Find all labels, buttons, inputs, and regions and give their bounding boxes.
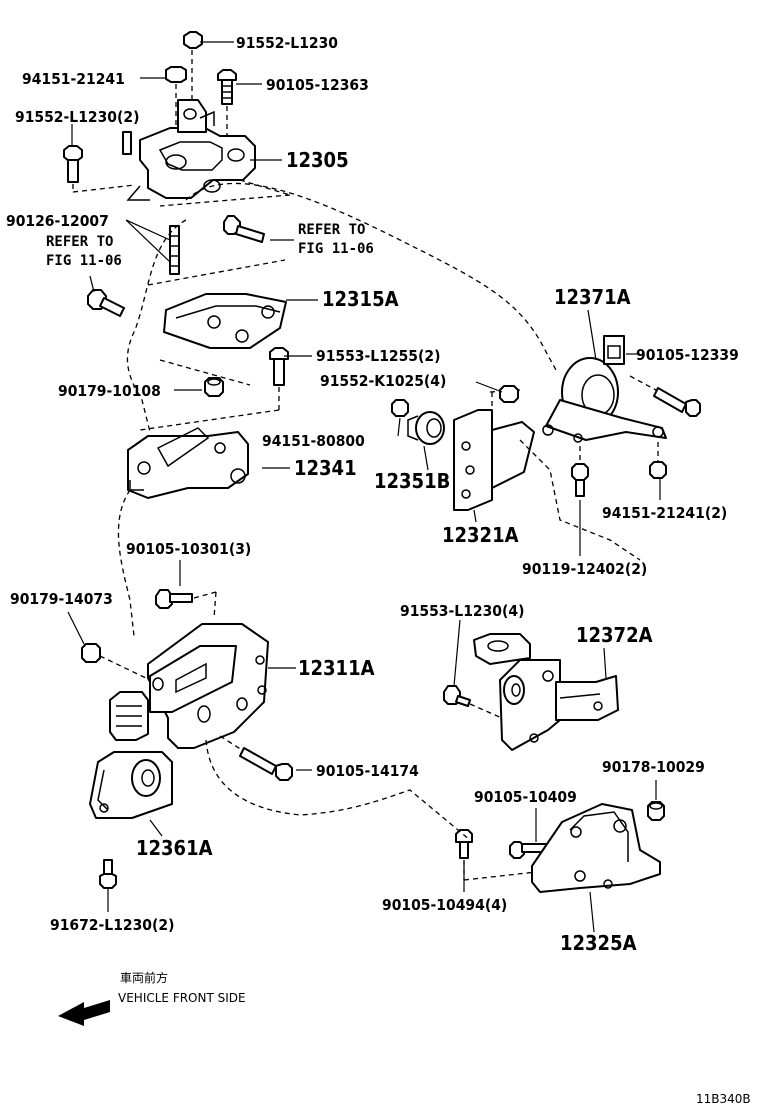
- label-12325a: 12325A: [560, 931, 637, 955]
- label-12341: 12341: [294, 456, 357, 480]
- label-12351b: 12351B: [374, 469, 450, 493]
- bracket-12341-icon: [127, 427, 249, 499]
- bracket-12321a-icon: [453, 389, 535, 511]
- label-91552-l1230-2: 91552-L1230(2): [15, 108, 139, 126]
- vehicle-front-note-en: VEHICLE FRONT SIDE: [118, 991, 246, 1005]
- label-90178-10029: 90178-10029: [602, 758, 705, 776]
- label-91552-l1230: 91552-L1230: [236, 34, 338, 52]
- label-94151-21241-2: 94151-21241(2): [602, 504, 727, 522]
- stud-90126-12007-icon: [169, 225, 180, 275]
- bolt-90105-10494-icon: [455, 829, 537, 881]
- nut-90179-10108-icon: [204, 377, 224, 397]
- connection-line-upper: [185, 182, 557, 371]
- label-90105-14174: 90105-14174: [316, 762, 419, 780]
- label-90126-12007: 90126-12007: [6, 212, 109, 230]
- bolt-refer-upper-icon: [223, 215, 265, 243]
- label-91672-l1230-2: 91672-L1230(2): [50, 916, 174, 934]
- label-12361a: 12361A: [136, 836, 213, 860]
- label-12372a: 12372A: [576, 623, 653, 647]
- connection-line-left-mid: [117, 489, 135, 637]
- nut-90179-14073-icon: [81, 643, 151, 681]
- bracket-12315a-icon: [147, 259, 287, 386]
- refer-fig-label-right: FIG 11-06: [298, 241, 374, 257]
- label-90105-10494-4: 90105-10494(4): [382, 896, 507, 914]
- bolt-refer-left-icon: [87, 289, 125, 317]
- bolt-90105-10301-icon: [155, 589, 217, 619]
- label-90119-12402-2: 90119-12402(2): [522, 560, 647, 578]
- nut-94151-21241-icon: [165, 66, 187, 130]
- label-91553-l1255-2: 91553-L1255(2): [316, 347, 440, 365]
- label-90179-10108: 90179-10108: [58, 382, 161, 400]
- stud-icon: [122, 131, 132, 155]
- connection-line-lower: [205, 739, 471, 841]
- vehicle-front-note-jp: 車両前方: [120, 970, 168, 985]
- bolt-90105-14174-icon: [219, 735, 293, 781]
- label-91552-k1025-4: 91552-K1025(4): [320, 372, 446, 390]
- bracket-12325a-icon: [531, 803, 661, 893]
- label-12311a: 12311A: [298, 656, 375, 680]
- label-94151-80800: 94151-80800: [262, 432, 365, 450]
- connection-line-left-upper: [126, 219, 187, 433]
- bracket-12311a-icon: [147, 623, 269, 749]
- label-12305: 12305: [286, 148, 349, 172]
- bracket-12305-icon: [126, 99, 256, 201]
- mount-12361a-icon: [89, 691, 173, 819]
- label-91553-l1230-4: 91553-L1230(4): [400, 602, 524, 620]
- bushing-12351b-icon: [407, 411, 445, 445]
- bolt-90119-12402-icon: [571, 446, 589, 497]
- label-12315a: 12315A: [322, 287, 399, 311]
- label-90105-10301-3: 90105-10301(3): [126, 540, 251, 558]
- label-12371a: 12371A: [554, 285, 631, 309]
- bolt-91552-l1230-icon: [183, 31, 203, 100]
- figure-id: 11B340B: [696, 1092, 751, 1106]
- front-direction-arrow-icon: [58, 1000, 110, 1026]
- mount-12372a-icon: [473, 633, 619, 751]
- label-90105-12339: 90105-12339: [636, 346, 739, 364]
- label-90105-12363: 90105-12363: [266, 76, 369, 94]
- leader-lines: [67, 41, 661, 933]
- refer-to-label-right: REFER TO: [298, 222, 365, 238]
- mount-12371a-icon: [542, 335, 667, 443]
- bolt-91553-l1230-icon: [443, 685, 521, 727]
- label-90179-14073: 90179-14073: [10, 590, 113, 608]
- nut-94151-80800-icon: [391, 399, 409, 417]
- nut-94151-21241-lower-icon: [649, 442, 667, 479]
- refer-to-label-left: REFER TO: [46, 234, 113, 250]
- bolt-91672-l1230-icon: [99, 859, 117, 889]
- refer-fig-label-left: FIG 11-06: [46, 253, 122, 269]
- label-90105-10409: 90105-10409: [474, 788, 577, 806]
- bolt-91552-k1025-icon: [499, 385, 519, 403]
- bolt-91553-l1255-icon: [139, 347, 289, 431]
- label-12321a: 12321A: [442, 523, 519, 547]
- label-94151-21241: 94151-21241: [22, 70, 125, 88]
- connection-line-right-mid: [519, 439, 641, 561]
- bolt-90105-12339-icon: [629, 375, 701, 417]
- nut-90178-10029-icon: [647, 801, 665, 821]
